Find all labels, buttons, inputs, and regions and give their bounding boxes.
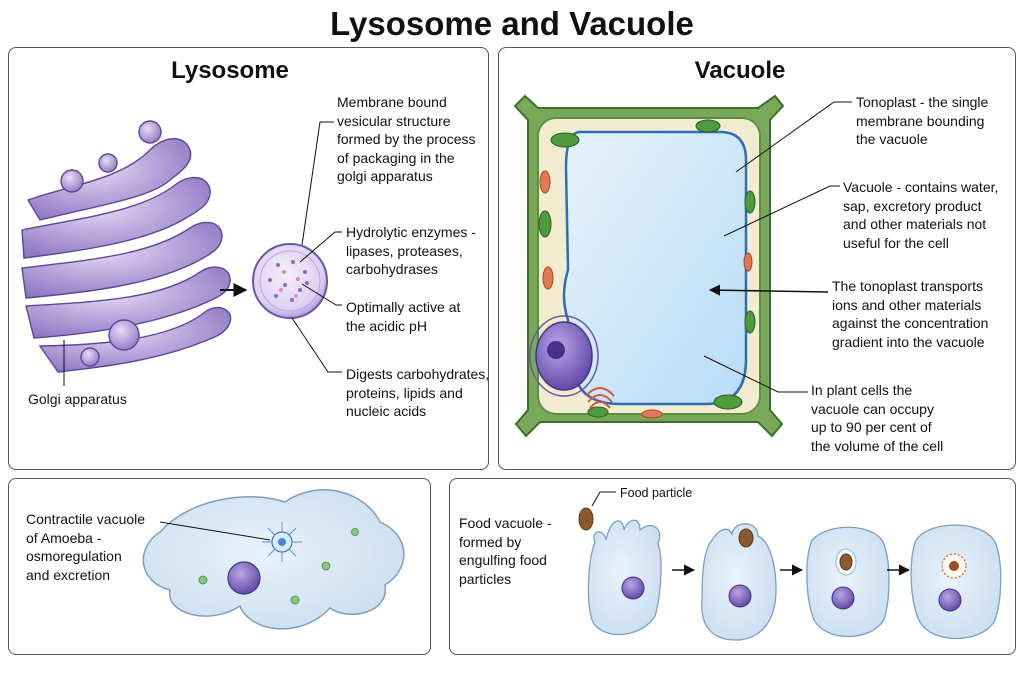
lysosome-ph-label: Optimally active at the acidic pH [346,299,461,334]
tonoplast-label: Tonoplast - the single membrane bounding… [856,94,989,147]
lysosome-enzymes-label: Hydrolytic enzymes - lipases, proteases,… [346,224,476,277]
lysosome-digest-label: Digests carbohydrates, proteins, lipids … [346,366,490,419]
golgi-apparatus [21,120,232,373]
golgi-body [585,387,615,409]
contractile-vacuole-label: Contractile vacuole of Amoeba - osmoregu… [26,511,146,583]
chloroplasts [538,119,756,418]
lysosome-membrane-label: Membrane bound vesicular structure forme… [337,94,476,184]
amoeba-nucleus [227,561,261,595]
food-vacuole-label: Food vacuole - formed by engulfing food … [459,515,552,587]
vacuole-contents-label: Vacuole - contains water, sap, excretory… [843,179,999,251]
food-particle [578,507,594,531]
page-title: Lysosome and Vacuole [330,5,694,42]
food-vacuole-sequence [578,491,1002,641]
vacuole-volume-label: In plant cells the vacuole can occupy up… [811,382,944,454]
central-vacuole [562,130,748,406]
vacuole-heading: Vacuole [694,57,786,84]
plant-cell [513,94,785,438]
contractile-vacuole [262,522,302,562]
amoeba [142,489,405,630]
mitochondria [539,170,753,419]
nucleus [529,315,599,397]
lysosome-leader-lines [291,121,342,373]
lysosome-heading: Lysosome [171,57,289,84]
golgi-label: Golgi apparatus [28,391,127,407]
lysosome [252,243,328,319]
tonoplast-transport-label: The tonoplast transports ions and other … [832,278,989,350]
lysosome-panel [8,47,489,470]
food-particle-label: Food particle [620,486,693,500]
vacuole-leader-lines [703,101,852,393]
